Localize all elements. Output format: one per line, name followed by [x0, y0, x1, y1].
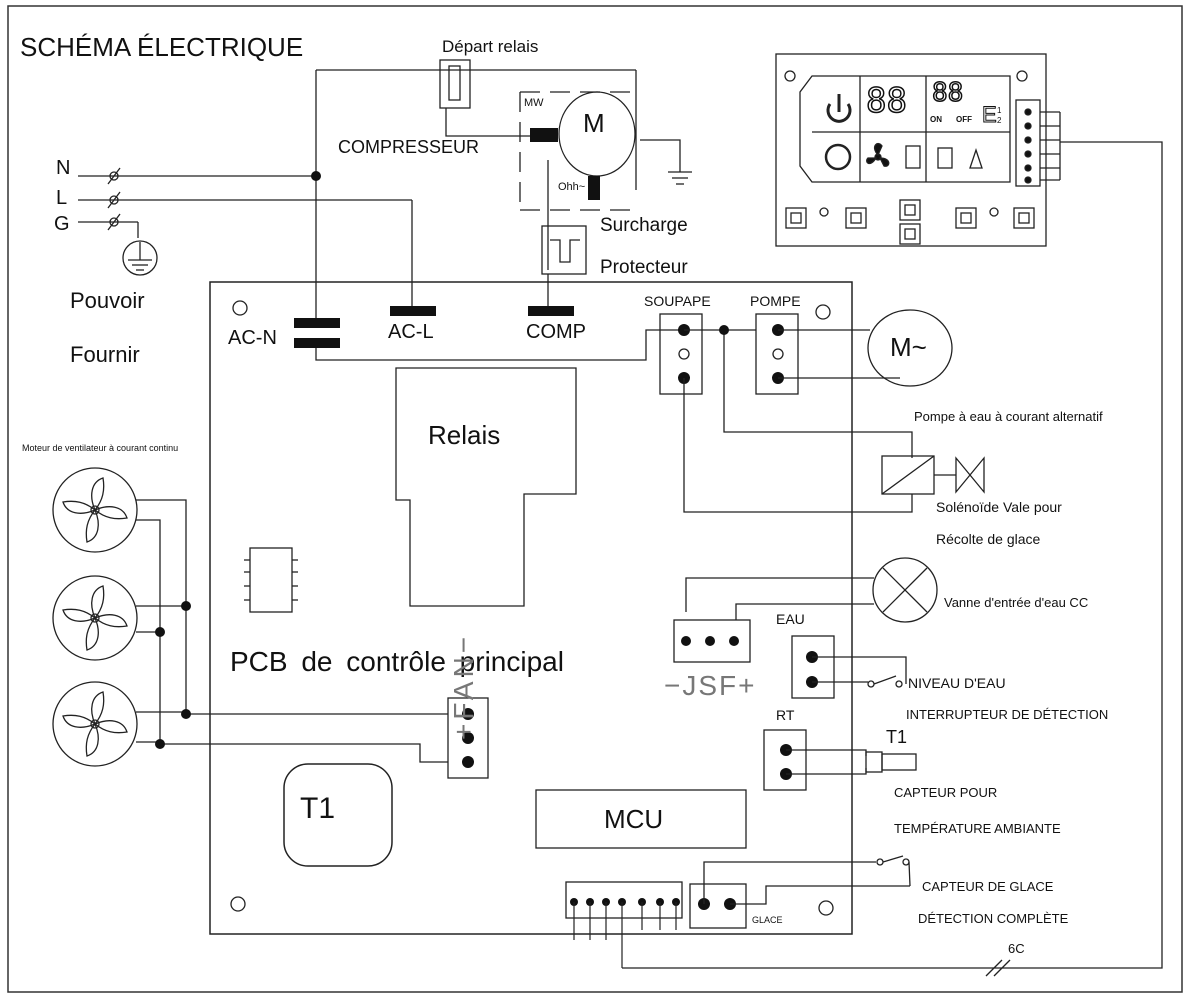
- cable-label: 6C: [1008, 941, 1025, 956]
- soupape-label: SOUPAPE: [644, 293, 711, 309]
- compressor-label: COMPRESSEUR: [338, 137, 480, 157]
- fan-label: +FAN−: [448, 632, 479, 740]
- ice-sensor-line2: DÉTECTION COMPLÈTE: [918, 911, 1069, 926]
- compressor-ohm-label: Ohh~: [558, 181, 586, 193]
- pcb-mount-hole: [232, 300, 248, 316]
- soupape-connector: [659, 313, 703, 395]
- water-level-label-line2: INTERRUPTEUR DE DÉTECTION: [906, 707, 1109, 722]
- glace-label: GLACE: [752, 915, 783, 925]
- rt-label: RT: [776, 707, 795, 723]
- ambient-sensor-line1: CAPTEUR POUR: [894, 785, 998, 800]
- pompe-label: POMPE: [750, 293, 801, 309]
- rt-connector: [763, 729, 807, 791]
- main-pcb-label: PCB de contrôle principal: [230, 646, 564, 677]
- main-pcb-board: [209, 281, 853, 935]
- pcb-mount-hole: [230, 896, 246, 912]
- compressor-motor-label: M: [583, 108, 605, 138]
- ambient-sensor-line2: TEMPÉRATURE AMBIANTE: [894, 821, 1061, 836]
- glace-connector: [689, 883, 747, 929]
- pump-valve-wiring: [683, 329, 913, 513]
- compressor-component: [519, 91, 692, 306]
- display-digits-a: 88: [865, 81, 907, 121]
- six-pin-connector: [565, 881, 683, 968]
- pompe-connector: [755, 313, 799, 395]
- compressor-terminal-ohm: [588, 176, 600, 200]
- ac-n-trace: [315, 329, 684, 361]
- ic-chip: [244, 547, 298, 613]
- display-e-label: E: [982, 102, 998, 127]
- supply-g-label: G: [54, 213, 70, 235]
- overload-label-line2: Protecteur: [600, 257, 688, 278]
- ice-sensor-line1: CAPTEUR DE GLACE: [922, 879, 1054, 894]
- relay-start-label: Départ relais: [442, 37, 539, 56]
- compressor-terminal-mw: [530, 128, 558, 142]
- display-e-sub: 1 2: [997, 106, 1002, 125]
- terminal-comp: [528, 306, 574, 316]
- supply-l-label: L: [56, 187, 68, 209]
- water-inlet-valve: [685, 557, 938, 623]
- terminal-ac-n-1: [294, 318, 340, 328]
- fan-motor-label: Moteur de ventilateur à courant continu: [22, 443, 179, 453]
- fan-connector: [447, 697, 489, 779]
- display-on-label: ON: [930, 115, 942, 124]
- pcb-mount-hole: [815, 304, 831, 320]
- eau-label: EAU: [776, 611, 805, 627]
- relay-block: [395, 367, 577, 607]
- supply-n-label: N: [56, 157, 71, 179]
- junction-dot: [311, 171, 321, 181]
- pcb-mount-hole: [818, 900, 834, 916]
- pump-motor: [867, 309, 953, 387]
- fan-junction-dots: [155, 601, 191, 749]
- power-supply-wiring: [78, 69, 637, 318]
- dc-fan-motors: [52, 467, 448, 767]
- water-inlet-label: Vanne d'entrée d'eau CC: [944, 595, 1089, 610]
- page-title: SCHÉMA ÉLECTRIQUE: [20, 32, 304, 62]
- ac-l-label: AC-L: [388, 321, 434, 343]
- water-level-label-line1: NIVEAU D'EAU: [908, 675, 1006, 691]
- solenoid-label-line1: Solénoïde Vale pour: [936, 499, 1062, 515]
- compressor-mw-label: MW: [524, 97, 544, 109]
- display-panel: [775, 53, 1061, 247]
- relais-label: Relais: [428, 420, 501, 450]
- terminal-ac-l: [390, 306, 436, 316]
- comp-label: COMP: [526, 321, 586, 343]
- water-level-wiring: [812, 656, 907, 688]
- supply-label-line1: Pouvoir: [70, 288, 145, 313]
- overload-label-line1: Surcharge: [600, 215, 688, 236]
- supply-label-line2: Fournir: [70, 342, 140, 367]
- outer-frame: [7, 5, 1183, 993]
- display-digits-b: 88: [931, 78, 964, 108]
- t1-transformer: [283, 763, 393, 867]
- ac-n-label: AC-N: [228, 327, 277, 349]
- solenoid-valve: [881, 455, 985, 495]
- display-off-label: OFF: [956, 115, 972, 124]
- terminal-ac-n-2: [294, 338, 340, 348]
- display-cable: [622, 141, 1163, 977]
- jsf-connector: [673, 619, 751, 663]
- pump-motor-label: M~: [890, 332, 927, 362]
- ambient-sensor-tag: T1: [886, 727, 908, 747]
- ambient-sensor-wiring: [786, 749, 917, 775]
- eau-connector: [791, 635, 835, 699]
- junction-dot: [719, 325, 729, 335]
- mcu-label: MCU: [604, 804, 664, 834]
- mcu-block: [535, 789, 747, 849]
- relay-start-component: [439, 59, 532, 137]
- jsf-label: −JSF+: [664, 670, 757, 701]
- ice-sensor-wiring: [703, 855, 911, 905]
- t1-label: T1: [300, 792, 336, 825]
- solenoid-label-line2: Récolte de glace: [936, 531, 1041, 547]
- pump-label: Pompe à eau à courant alternatif: [914, 409, 1103, 424]
